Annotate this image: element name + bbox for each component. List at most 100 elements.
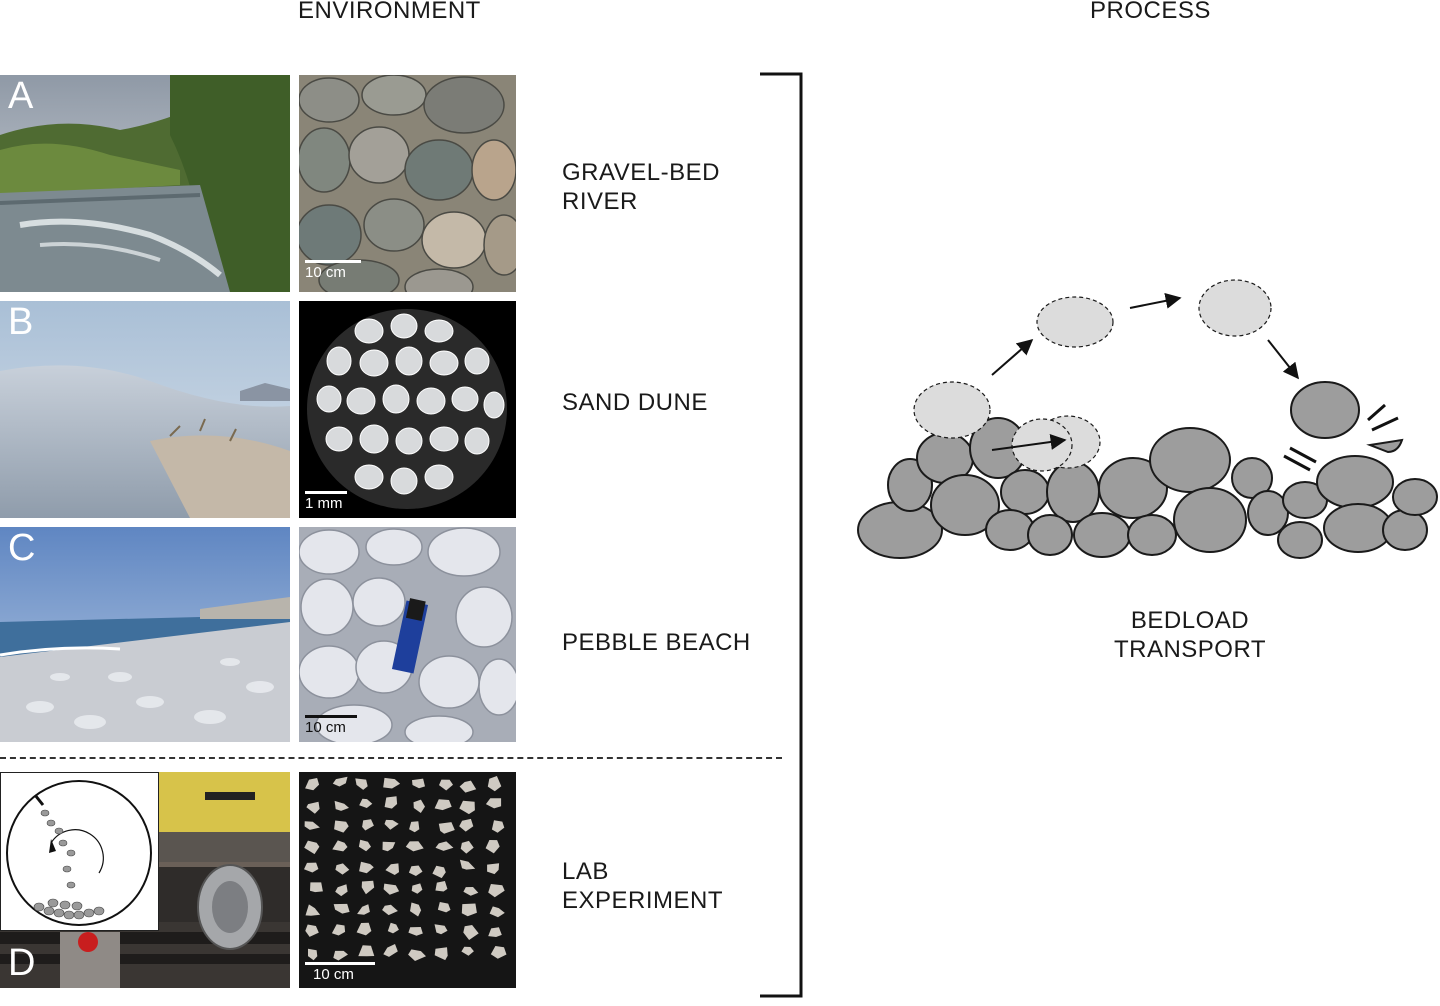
rock-fragment [383,777,401,789]
separator-line [0,757,782,759]
label-line: PEBBLE BEACH [562,629,751,656]
rock-fragment [308,948,318,961]
pebble-closeup: 10 cm [299,527,516,742]
rock-fragment [383,883,400,895]
rock-fragment [435,841,454,851]
rock-fragment [412,778,425,789]
ghost-grains [913,279,1272,472]
rock-fragment [356,922,372,936]
scale-bar: 10 cm [305,715,357,736]
label-line: GRAVEL-BED [562,159,720,186]
rock-fragment [361,880,375,895]
panel-letter: B [8,301,34,343]
rock-fragment [487,776,502,792]
rock-fragment [439,779,453,791]
rock-fragment [487,863,500,875]
rock-fragment [384,819,399,830]
rock-fragment [435,881,448,892]
rock-fragment [331,924,346,936]
rock-fragment [459,818,474,832]
impact-marks [1283,403,1399,472]
bedload-transport-diagram [857,279,1438,559]
rock-fragment [411,883,423,894]
scale-label: 10 cm [313,966,354,983]
rock-fragment [385,863,399,875]
rock-fragment [382,904,398,916]
river-photo: A [0,75,290,292]
rock-fragment [485,798,502,809]
rock-fragment [461,946,474,956]
rock-fragment [358,945,375,957]
rock-fragment [305,778,320,791]
rock-fragment [459,859,476,870]
rock-fragment [434,924,448,935]
rock-fragment [408,949,426,961]
scale-bar: 10 cm [305,962,375,983]
rock-fragment [332,776,348,787]
fragments-photo: 10 cm [299,772,516,988]
label-line: BEDLOAD [1130,607,1250,634]
scale-label: 10 cm [305,264,346,281]
environment-header: ENVIRONMENT [298,0,481,24]
rock-fragment [357,904,370,915]
label-line: EXPERIMENT [562,887,724,914]
label-gravel-bed-river: GRAVEL-BED RIVER [562,158,720,216]
rock-fragment [362,819,374,831]
label-line: LAB [562,858,609,885]
scale-label: 10 cm [305,719,346,736]
rock-fragment [405,841,424,852]
motion-arrows [991,292,1299,451]
label-lab-experiment: LAB EXPERIMENT [562,857,723,915]
rock-fragment [459,800,475,815]
rock-fragment [335,884,348,897]
scale-bar: 10 cm [305,260,361,281]
label-sand-dune: SAND DUNE [562,388,708,417]
rock-fragment [355,778,368,790]
rock-fragment [304,862,319,873]
rock-fragment [459,780,477,793]
label-line: TRANSPORT [1113,636,1267,663]
bedload-transport-label: BEDLOAD TRANSPORT [1090,606,1290,664]
gravel-closeup: 10 cm [299,75,516,292]
scale-label: 1 mm [305,495,343,512]
rock-fragment [432,865,446,879]
rock-fragment [460,840,474,854]
dune-photo: B [0,301,290,518]
rock-fragment [384,796,398,809]
rock-fragment [491,820,505,833]
rock-fragment [332,840,348,852]
grouping-bracket [760,72,803,998]
rock-fragment [488,927,502,937]
tumbler-inset-diagram [0,772,159,931]
rock-fragment [490,946,507,959]
scale-bar: 1 mm [305,491,347,512]
rock-fragment [333,950,348,961]
rock-fragment [413,799,425,813]
rock-fragment [434,947,448,961]
sand-microscope: 1 mm [299,301,516,518]
rock-fragment [463,887,479,896]
rock-fragment [304,840,320,855]
bed-grains [857,381,1438,559]
rock-fragment [359,798,373,808]
panel-letter: A [8,75,34,117]
rock-fragment [463,925,479,940]
rock-fragment [334,800,349,811]
panel-letter: D [8,942,36,984]
rock-fragment [434,799,452,811]
rock-fragment [438,822,455,834]
label-line: RIVER [562,188,638,215]
rock-fragment [310,882,323,893]
rock-fragment [408,865,423,876]
rock-fragment [485,840,500,854]
rock-fragment [408,927,423,936]
panel-letter: C [8,527,36,569]
rock-fragment [335,863,350,875]
rock-fragment [488,884,505,898]
rock-fragment [306,801,320,814]
rock-fragment [359,861,374,874]
beach-photo: C [0,527,290,742]
label-line: SAND DUNE [562,389,708,416]
rock-fragment [305,924,319,937]
process-header: PROCESS [1090,0,1211,24]
